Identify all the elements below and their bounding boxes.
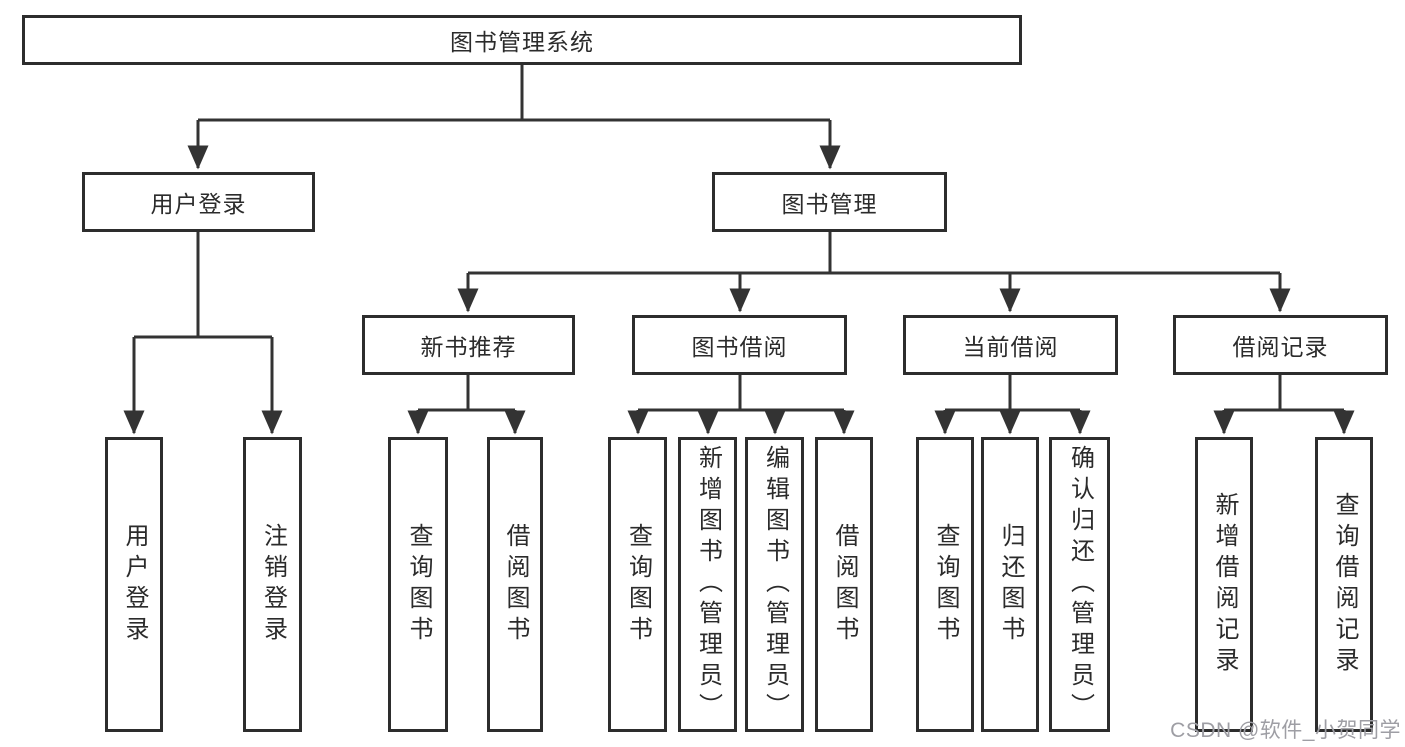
leaf-add-borrow-record: 新增借阅记录 — [1195, 437, 1253, 732]
node-label: 图书管理 — [781, 191, 878, 217]
csdn-watermark: CSDN @软件_小贺同学 — [1170, 719, 1401, 742]
node-new-book-recommend: 新书推荐 — [362, 315, 575, 375]
leaf-label: 确认归还（管理员） — [1066, 445, 1094, 724]
node-book-borrowing: 图书借阅 — [632, 315, 847, 375]
leaf-label: 借阅图书 — [502, 522, 529, 647]
leaf-label: 新增借阅记录 — [1211, 491, 1238, 678]
node-system-root: 图书管理系统 — [22, 15, 1022, 65]
leaf-borrow-books: 借阅图书 — [487, 437, 543, 732]
node-user-login: 用户登录 — [82, 172, 315, 232]
leaf-label: 用户登录 — [121, 522, 148, 647]
leaf-query-books: 查询图书 — [608, 437, 667, 732]
leaf-label: 新增图书（管理员） — [694, 445, 722, 724]
node-borrow-records: 借阅记录 — [1173, 315, 1388, 375]
node-label: 图书借阅 — [691, 334, 788, 360]
node-label: 借阅记录 — [1232, 334, 1329, 360]
node-label: 用户登录 — [150, 191, 247, 217]
leaf-edit-books-admin: 编辑图书（管理员） — [745, 437, 804, 732]
leaf-return-books: 归还图书 — [981, 437, 1039, 732]
leaf-label: 借阅图书 — [831, 522, 858, 647]
leaf-label: 查询借阅记录 — [1331, 491, 1358, 678]
leaf-add-books-admin: 新增图书（管理员） — [678, 437, 737, 732]
node-book-management: 图书管理 — [712, 172, 947, 232]
leaf-label: 查询图书 — [624, 522, 652, 647]
leaf-query-borrow-record: 查询借阅记录 — [1315, 437, 1373, 732]
leaf-label: 编辑图书（管理员） — [761, 445, 789, 724]
leaf-label: 注销登录 — [259, 522, 287, 647]
leaf-label: 查询图书 — [932, 522, 959, 647]
leaf-confirm-return-admin: 确认归还（管理员） — [1049, 437, 1110, 732]
node-current-borrowing: 当前借阅 — [903, 315, 1118, 375]
leaf-user-login: 用户登录 — [105, 437, 163, 732]
leaf-query-books: 查询图书 — [916, 437, 974, 732]
leaf-label: 查询图书 — [405, 522, 432, 647]
node-label: 图书管理系统 — [450, 29, 594, 55]
leaf-label: 归还图书 — [997, 522, 1024, 647]
node-label: 新书推荐 — [420, 334, 517, 360]
leaf-query-books: 查询图书 — [388, 437, 448, 732]
node-label: 当前借阅 — [962, 334, 1059, 360]
leaf-logout: 注销登录 — [243, 437, 302, 732]
leaf-borrow-books: 借阅图书 — [815, 437, 873, 732]
